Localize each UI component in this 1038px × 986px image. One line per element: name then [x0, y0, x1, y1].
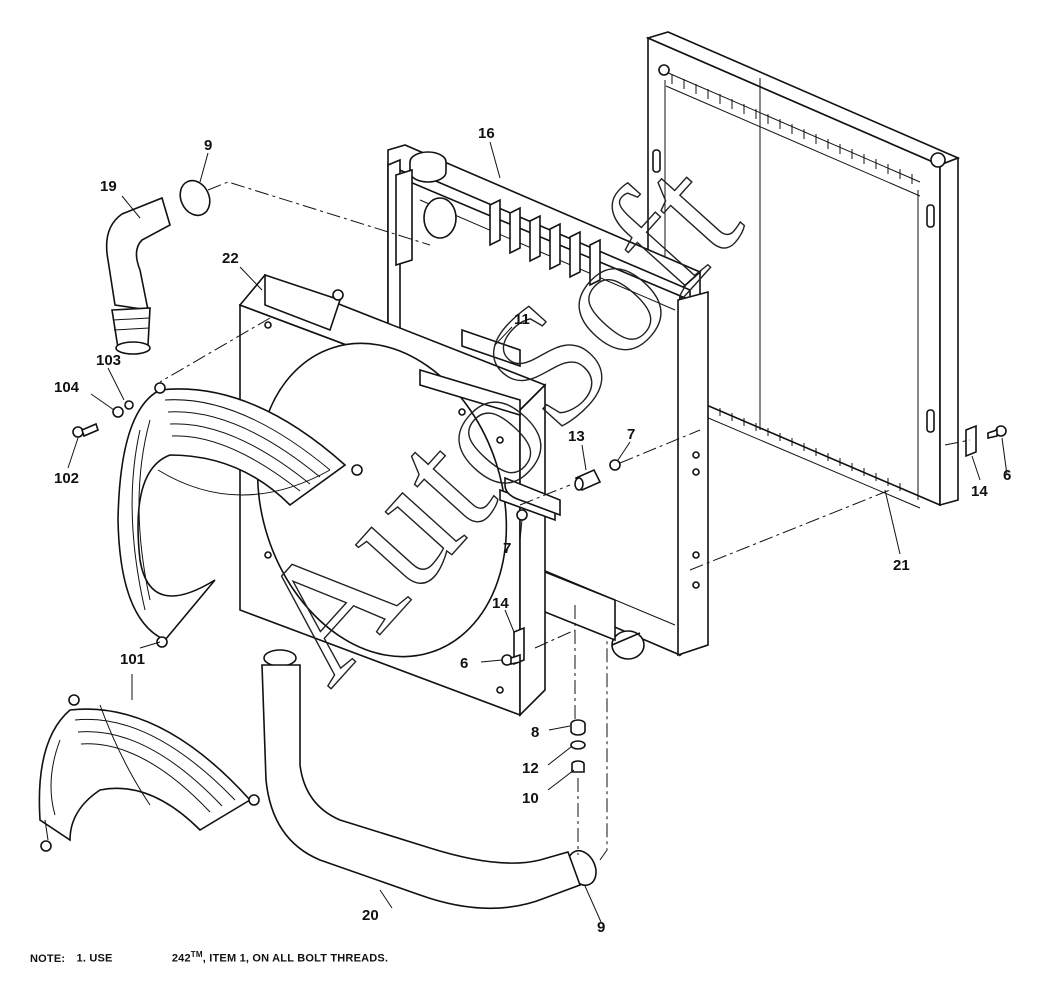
- callout-6-upper: 6: [1003, 467, 1011, 484]
- callout-20: 20: [362, 907, 379, 924]
- strap-14-lower: [513, 626, 525, 666]
- callout-14-upper: 14: [971, 483, 988, 500]
- callout-22: 22: [222, 250, 239, 267]
- callout-103: 103: [96, 352, 121, 369]
- callout-101: 101: [120, 651, 145, 668]
- callout-16: 16: [478, 125, 495, 142]
- callout-12: 12: [522, 760, 539, 777]
- nut-7-upper: [609, 459, 621, 471]
- assembly-center-lines: [159, 181, 971, 861]
- lower-hose: [261, 664, 582, 910]
- fan-guard-lower: [38, 694, 260, 852]
- upper-hose: [105, 196, 171, 355]
- callout-9-lower: 9: [597, 919, 605, 936]
- washer-12: [570, 740, 586, 750]
- callout-104: 104: [54, 379, 80, 396]
- bracket: [504, 476, 561, 517]
- callout-labels: 16 9 19 22 11 103 104 102 13 7 7 14 6 21…: [54, 125, 1011, 936]
- callout-14-lower: 14: [492, 595, 509, 612]
- note-prefix: NOTE:: [30, 952, 66, 965]
- callout-7-upper: 7: [627, 426, 635, 443]
- callout-6-lower: 6: [460, 655, 468, 672]
- leader-lines: [67, 141, 1008, 923]
- washer-103: [124, 400, 134, 410]
- spacer-13: [574, 468, 602, 492]
- washer-104: [112, 406, 124, 418]
- callout-7-lower: 7: [503, 540, 511, 557]
- strap-14-upper: [965, 424, 977, 458]
- nut-10: [571, 760, 585, 773]
- note-product: 242: [171, 952, 191, 965]
- bolt-6-upper: [987, 425, 1007, 439]
- callout-11: 11: [514, 311, 530, 328]
- fan-shroud: [238, 273, 556, 717]
- fan-guard-upper: [117, 382, 363, 648]
- assembly-note: NOTE: 1. USE 242TM, ITEM 1, ON ALL BOLT …: [30, 950, 388, 965]
- callout-19: 19: [100, 178, 117, 195]
- callout-9-upper: 9: [204, 137, 212, 154]
- hose-clamp-upper: [179, 179, 211, 217]
- isolator-8: [570, 719, 586, 736]
- callout-10: 10: [522, 790, 539, 807]
- note-rest: , ITEM 1, ON ALL BOLT THREADS.: [202, 952, 389, 965]
- callout-21: 21: [893, 557, 910, 574]
- bolt-102: [72, 422, 99, 438]
- callout-13: 13: [568, 428, 585, 445]
- callout-102: 102: [54, 470, 79, 487]
- callout-8: 8: [531, 724, 539, 741]
- note-trademark: TM: [190, 950, 203, 959]
- note-item: 1. USE: [76, 952, 113, 965]
